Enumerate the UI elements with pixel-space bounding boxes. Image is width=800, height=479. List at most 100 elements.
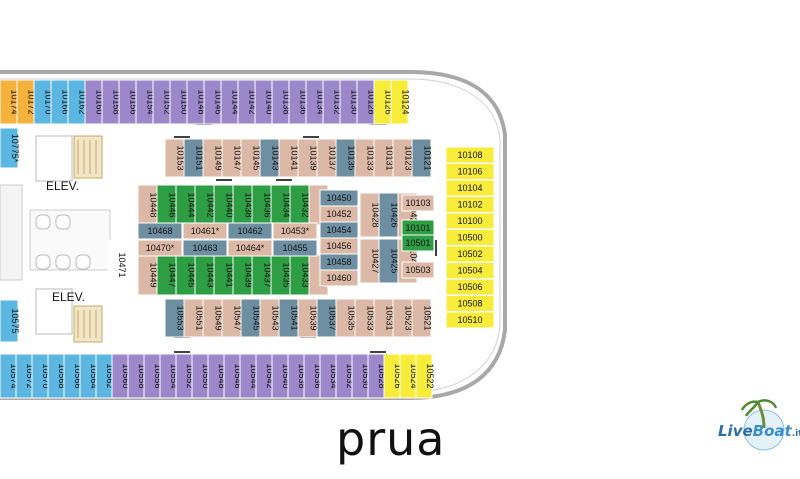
cabin-10455[interactable]: 10455: [272, 239, 318, 257]
cabin-10427[interactable]: 10427: [359, 238, 381, 284]
cabin-number: 10554: [169, 363, 179, 388]
cabin-10143[interactable]: 10143: [259, 138, 281, 178]
cabin-10172[interactable]: 10172: [16, 79, 37, 125]
cabin-10460[interactable]: 10460: [319, 269, 359, 287]
cabin-10470[interactable]: 10470*: [137, 239, 183, 257]
cabin-10522[interactable]: 10522: [415, 353, 435, 399]
cabin-10533[interactable]: 10533: [354, 298, 376, 338]
cabin-10425[interactable]: 10425: [378, 238, 400, 284]
cabin-number: 10121: [423, 145, 433, 170]
cabin-10464[interactable]: 10464*: [227, 239, 273, 257]
cabin-10545[interactable]: 10545: [240, 298, 262, 338]
cabin-10104[interactable]: 10104: [445, 179, 495, 197]
cabin-10439[interactable]: 10439: [232, 254, 254, 296]
cabin-10147[interactable]: 10147: [221, 138, 243, 178]
cabin-10462[interactable]: 10462: [227, 222, 273, 240]
cabin-10501[interactable]: 10501: [401, 234, 435, 252]
cabin-10139[interactable]: 10139: [297, 138, 319, 178]
cabin-10521[interactable]: 10521: [411, 298, 433, 338]
cabin-10141[interactable]: 10141: [278, 138, 300, 178]
hull-inner-line: [0, 78, 501, 393]
cabin-number: 10534: [329, 363, 339, 388]
cabin-10100[interactable]: 10100: [445, 212, 495, 230]
cabin-10553[interactable]: 10553: [164, 298, 186, 338]
cabin-10461[interactable]: 10461*: [182, 222, 228, 240]
cabin-10131[interactable]: 10131: [373, 138, 395, 178]
cabin-10443[interactable]: 10443: [194, 254, 216, 296]
cabin-10503[interactable]: 10503: [401, 261, 435, 279]
cabin-10102[interactable]: 10102: [445, 196, 495, 213]
cabin-10549[interactable]: 10549: [202, 298, 224, 338]
cabin-10123[interactable]: 10123: [392, 138, 414, 178]
cabin-10448[interactable]: 10448: [137, 184, 159, 226]
cabin-10133[interactable]: 10133: [354, 138, 376, 178]
cabin-10134[interactable]: 10134: [305, 79, 326, 125]
cabin-10121[interactable]: 10121: [411, 138, 433, 178]
cabin-10453[interactable]: 10453*: [272, 222, 318, 240]
cabin-10543[interactable]: 10543: [259, 298, 281, 338]
cabin-10108[interactable]: 10108: [445, 146, 495, 164]
cabin-10433[interactable]: 10433: [289, 254, 311, 296]
cabin-10463[interactable]: 10463: [182, 239, 228, 257]
cabin-10428[interactable]: 10428: [359, 192, 381, 238]
cabin-10510[interactable]: 10510: [445, 311, 495, 329]
cabin-10136[interactable]: 10136: [288, 79, 309, 125]
cabin-10440[interactable]: 10440: [213, 184, 235, 226]
cabin-10445[interactable]: 10445: [175, 254, 197, 296]
cabin-10436[interactable]: 10436: [251, 184, 273, 226]
cabin-10101[interactable]: 10101: [401, 219, 435, 237]
cabin-10103[interactable]: 10103: [401, 194, 435, 212]
cabin-10158[interactable]: 10158: [101, 79, 122, 125]
cabin-10537[interactable]: 10537: [316, 298, 338, 338]
cabin-10432[interactable]: 10432: [289, 184, 311, 226]
cabin-10471[interactable]: 10471: [107, 239, 127, 291]
cabin-10541[interactable]: 10541: [278, 298, 300, 338]
cabin-10548[interactable]: 10548: [207, 353, 227, 399]
cabin-10452[interactable]: 10452: [319, 205, 359, 223]
cabin-10508[interactable]: 10508: [445, 295, 495, 312]
cabin-10145[interactable]: 10145: [240, 138, 262, 178]
cabin-10575[interactable]: 10575: [0, 299, 20, 343]
cabin-10500[interactable]: 10500: [445, 229, 495, 246]
cabin-10551[interactable]: 10551: [183, 298, 205, 338]
cabin-10442[interactable]: 10442: [194, 184, 216, 226]
cabin-10535[interactable]: 10535: [335, 298, 357, 338]
cabin-10156[interactable]: 10156: [118, 79, 139, 125]
cabin-10531[interactable]: 10531: [373, 298, 395, 338]
cabin-10449[interactable]: 10449: [137, 254, 159, 296]
palm-globe-icon: [740, 399, 785, 451]
cabin-10568[interactable]: 10568: [47, 353, 67, 399]
cabin-10124[interactable]: 10124: [390, 79, 411, 125]
cabin-10454[interactable]: 10454: [319, 221, 359, 239]
cabin-10523[interactable]: 10523: [392, 298, 414, 338]
cabin-10438[interactable]: 10438: [232, 184, 254, 226]
cabin-10106[interactable]: 10106: [445, 163, 495, 180]
cabin-10458[interactable]: 10458: [319, 253, 359, 271]
cabin-10450[interactable]: 10450: [319, 189, 359, 207]
cabin-10775[interactable]: 10775*: [0, 127, 20, 169]
cabin-10441[interactable]: 10441: [213, 254, 235, 296]
cabin-10137[interactable]: 10137: [316, 138, 338, 178]
cabin-10149[interactable]: 10149: [202, 138, 224, 178]
cabin-10435[interactable]: 10435: [270, 254, 292, 296]
cabin-10536[interactable]: 10536: [303, 353, 323, 399]
cabin-10506[interactable]: 10506: [445, 278, 495, 296]
cabin-10456[interactable]: 10456: [319, 237, 359, 255]
cabin-10504[interactable]: 10504: [445, 262, 495, 279]
cabin-10446[interactable]: 10446: [156, 184, 178, 226]
cabin-10547[interactable]: 10547: [221, 298, 243, 338]
cabin-10151[interactable]: 10151: [183, 138, 205, 178]
cabin-number: 10447: [168, 262, 178, 287]
cabin-10135[interactable]: 10135: [335, 138, 357, 178]
cabin-10444[interactable]: 10444: [175, 184, 197, 226]
cabin-10526[interactable]: 10526: [383, 353, 403, 399]
cabin-10434[interactable]: 10434: [270, 184, 292, 226]
cabin-10539[interactable]: 10539: [297, 298, 319, 338]
cabin-10468[interactable]: 10468: [137, 222, 183, 240]
cabin-10437[interactable]: 10437: [251, 254, 273, 296]
cabin-box: [411, 138, 432, 178]
cabin-10502[interactable]: 10502: [445, 245, 495, 263]
cabin-10426[interactable]: 10426: [378, 192, 400, 238]
cabin-10153[interactable]: 10153: [164, 138, 186, 178]
cabin-10447[interactable]: 10447: [156, 254, 178, 296]
